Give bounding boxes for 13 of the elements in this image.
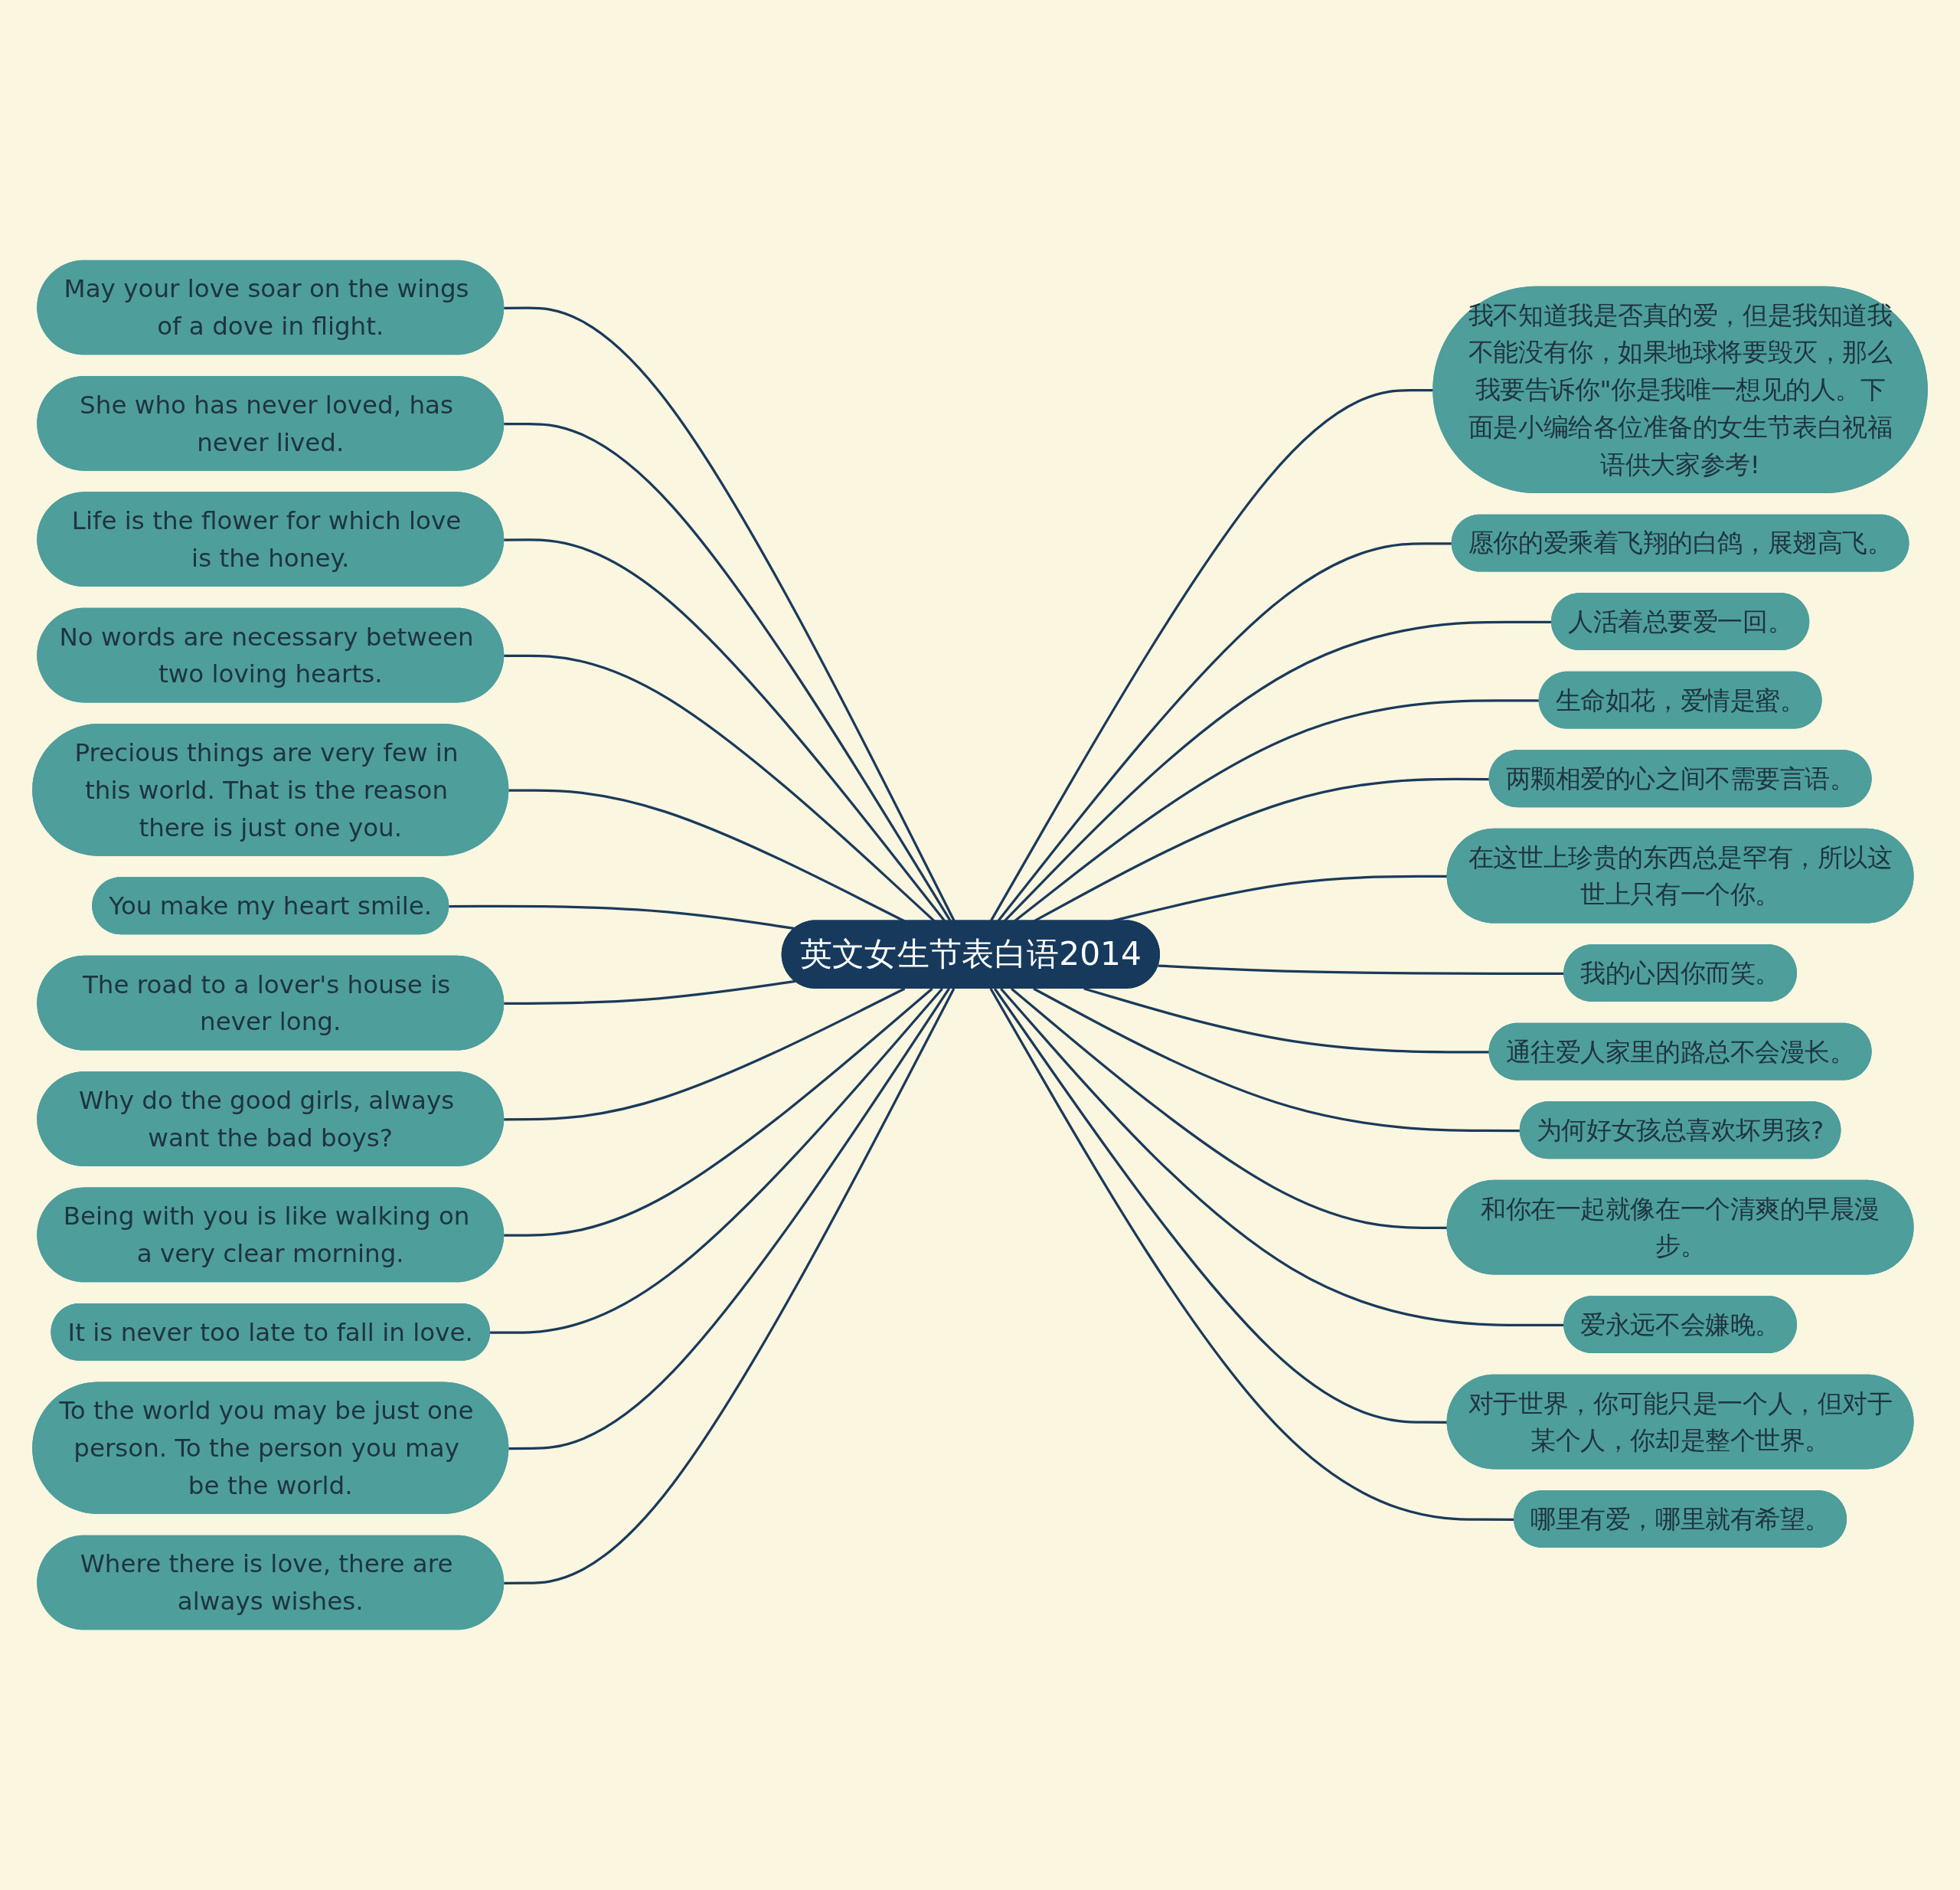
connector (504, 422, 952, 922)
connector (490, 987, 943, 1334)
connector (508, 988, 950, 1450)
connector (1000, 987, 1565, 1327)
connector (504, 988, 956, 1584)
connector (1158, 964, 1565, 976)
connector (989, 388, 1434, 922)
connector (504, 987, 933, 1237)
connector (504, 306, 956, 922)
connector (504, 987, 906, 1121)
connector (504, 979, 796, 1005)
connector (449, 904, 796, 930)
connector (989, 988, 1515, 1521)
